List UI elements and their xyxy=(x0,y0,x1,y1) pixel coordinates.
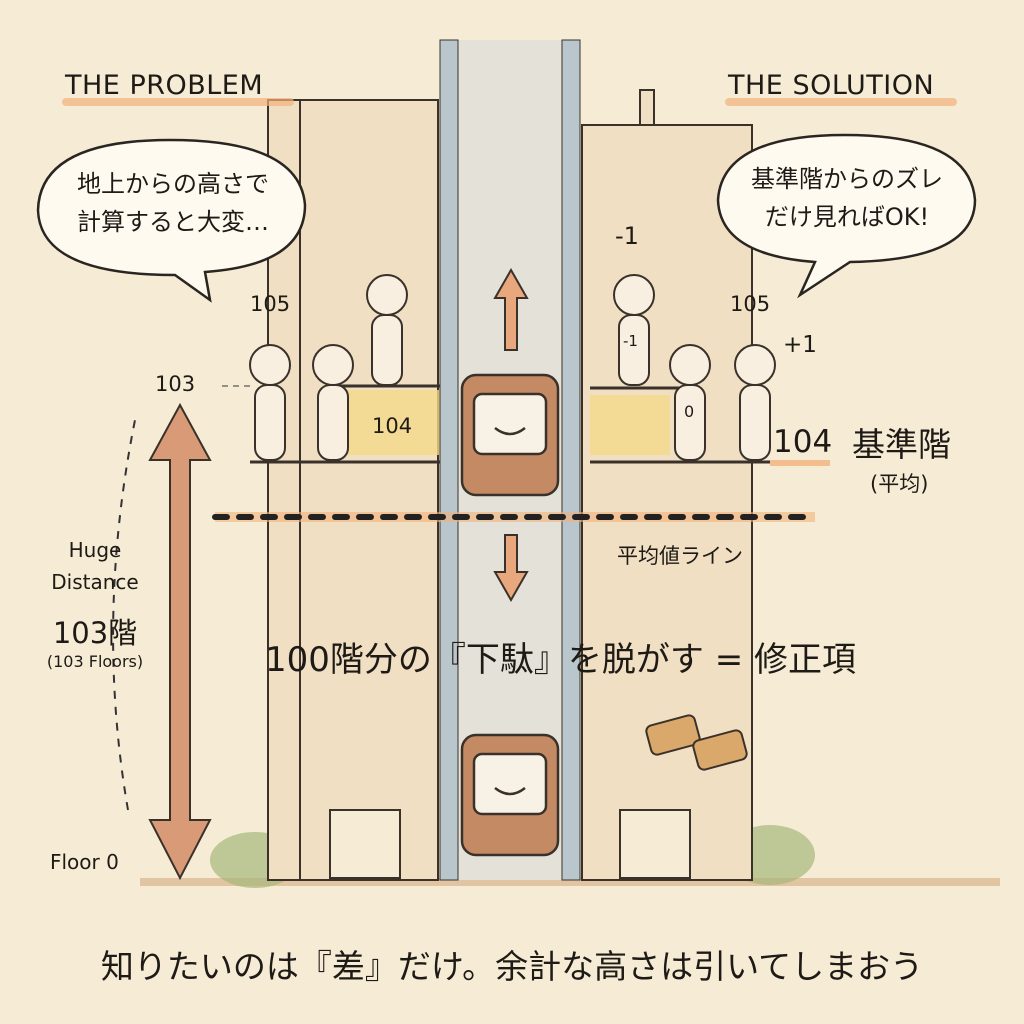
distance-floors: 103階 xyxy=(52,616,138,650)
offset-plus-label: +1 xyxy=(783,332,817,358)
bubble-line: 計算すると大変… xyxy=(77,208,269,236)
solution-floor-105-label: 105 xyxy=(730,292,771,316)
elevator-robot-bottom xyxy=(460,733,560,857)
person-minus-label: -1 xyxy=(623,332,638,350)
floor-104-label: 104 xyxy=(372,414,413,438)
distance-line: Huge xyxy=(68,538,122,562)
floor-103-label: 103 xyxy=(155,372,196,396)
correction-text: 100階分の『下駄』を脱がす = 修正項 xyxy=(265,640,856,680)
base-floor-number: 104 xyxy=(773,424,833,460)
bubble-line: 地上からの高さで xyxy=(77,170,269,198)
up-arrow xyxy=(493,267,529,351)
solution-bubble-text: 基準階からのズレ だけ見ればOK! xyxy=(722,160,972,236)
average-line-label: 平均値ライン xyxy=(617,544,743,568)
base-floor-label: 基準階 xyxy=(852,425,951,464)
bubble-line: 基準階からのズレ xyxy=(751,165,943,193)
ground-floor-label: Floor 0 xyxy=(50,850,119,874)
problem-speech-bubble xyxy=(36,138,307,303)
solution-speech-bubble xyxy=(716,133,977,299)
person-zero-label: 0 xyxy=(684,402,695,421)
elevator-robot-top xyxy=(460,373,560,497)
geta-sandals-icon xyxy=(645,714,748,771)
ground xyxy=(140,878,1000,886)
bubble-line: だけ見ればOK! xyxy=(764,203,930,231)
distance-line: Distance xyxy=(51,570,139,594)
base-floor-sub: (平均) xyxy=(870,472,929,496)
solution-heading: THE SOLUTION xyxy=(728,70,935,101)
offset-top-label: -1 xyxy=(615,222,639,250)
highlight-104-left xyxy=(340,390,440,455)
stick-figures xyxy=(249,274,776,461)
bottom-caption: 知りたいのは『差』だけ。余計な高さは引いてしまおう xyxy=(100,947,924,986)
distance-floors-en: (103 Floors) xyxy=(46,652,144,671)
huge-distance-arrow xyxy=(148,402,212,881)
huge-distance-label: Huge Distance xyxy=(40,534,150,598)
down-arrow xyxy=(493,534,529,603)
problem-heading: THE PROBLEM xyxy=(65,70,264,101)
floor-105-label: 105 xyxy=(250,292,291,316)
highlight-104-right xyxy=(590,395,670,455)
curved-dashed-arrow xyxy=(112,419,136,811)
problem-bubble-text: 地上からの高さで 計算すると大変… xyxy=(48,165,298,241)
